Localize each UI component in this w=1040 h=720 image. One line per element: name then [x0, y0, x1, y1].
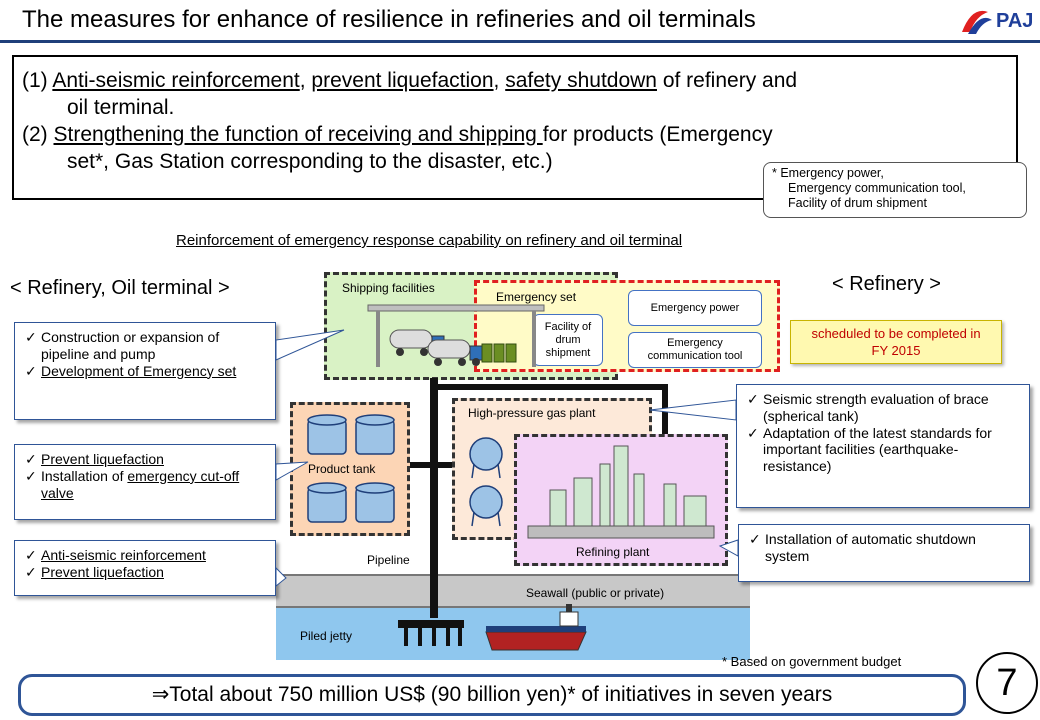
product-tank-label: Product tank: [308, 462, 376, 476]
spherical-tanks-drawing: [469, 437, 503, 527]
tanker-truck-icon: [427, 339, 483, 366]
summary-line2: (2) Strengthening the function of receiv…: [22, 121, 1016, 148]
callout-pointer: [649, 399, 737, 421]
callout-refining-plant: Installation of automatic shutdown syste…: [738, 524, 1030, 582]
callout-text: Installation of: [41, 467, 128, 484]
summary-text: of refinery and: [656, 69, 798, 92]
refinery-tower-icon: [527, 445, 715, 539]
summary-line1-cont: oil terminal.: [67, 96, 175, 119]
callout-item: Anti-seismic reinforcement: [23, 547, 267, 564]
note-line: Emergency communication tool,: [788, 181, 966, 195]
gas-plant-label: High-pressure gas plant: [468, 406, 596, 420]
piled-jetty-label: Piled jetty: [300, 629, 353, 643]
oil-drum-icon: [481, 343, 517, 363]
callout-item: Development of Emergency set: [23, 363, 267, 380]
pipeline-main: [430, 378, 438, 618]
diagram-subtitle: Reinforcement of emergency response capa…: [176, 232, 683, 249]
callout-pointer: [275, 329, 345, 361]
callout-item: Seismic strength evaluation of brace (sp…: [745, 391, 1021, 425]
seawall-label: Seawall (public or private): [526, 586, 665, 600]
logo-text: PAJ: [996, 10, 1034, 32]
emergency-set-label: Emergency set: [496, 290, 577, 304]
shipping-canopy-icon: [367, 304, 545, 367]
summary-text: Anti-seismic reinforcement: [52, 69, 300, 92]
tanker-ship-icon: [485, 604, 587, 651]
total-budget-banner: ⇒Total about 750 million US$ (90 billion…: [18, 674, 966, 716]
tank-icon: [355, 482, 395, 523]
emergency-set-note: * Emergency power, Emergency communicati…: [763, 162, 1027, 218]
callout-gas-plant: Seismic strength evaluation of brace (sp…: [736, 384, 1030, 508]
emergency-power-box: Emergency power: [628, 290, 762, 326]
callout-item: Prevent liquefaction: [23, 451, 267, 468]
piled-jetty-icon: [398, 620, 464, 646]
callout-pointer: [275, 566, 287, 588]
pipeline-branch: [408, 462, 462, 468]
callout-item: Adaptation of the latest standards for i…: [745, 425, 1021, 475]
summary-text: (2): [22, 123, 54, 146]
section-right-header: < Refinery >: [832, 273, 941, 295]
callout-pipeline: Construction or expansion of pipeline an…: [14, 322, 276, 420]
callout-item: Prevent liquefaction: [23, 564, 267, 581]
refining-plant-label: Refining plant: [576, 545, 650, 559]
page-title: The measures for enhance of resilience i…: [22, 6, 756, 33]
summary-text: safety shutdown: [505, 69, 657, 92]
callout-item: Construction or expansion of pipeline an…: [23, 329, 267, 363]
spherical-tank-icon: [469, 437, 503, 479]
summary-line2-cont: set*, Gas Station corresponding to the d…: [67, 150, 553, 173]
callout-item: Installation of automatic shutdown syste…: [747, 531, 1021, 565]
emergency-comm-box: Emergency communication tool: [628, 332, 762, 368]
callout-jetty: Anti-seismic reinforcement Prevent lique…: [14, 540, 276, 596]
pipeline-top: [430, 384, 668, 390]
seawall: [276, 574, 750, 608]
callout-product-tank: Prevent liquefaction Installation of eme…: [14, 444, 276, 520]
tank-icon: [307, 414, 347, 455]
product-tanks-drawing: [307, 414, 395, 523]
summary-text: (1): [22, 69, 53, 92]
paj-logo: PAJ: [958, 2, 1038, 40]
tank-icon: [355, 414, 395, 455]
callout-item: Installation of emergency cut-off valve: [23, 468, 267, 502]
drum-shipment-box: Facility of drum shipment: [533, 314, 603, 366]
tank-icon: [307, 482, 347, 523]
title-rule: [0, 40, 1040, 43]
callout-pointer: [275, 461, 309, 481]
callout-pointer: [718, 539, 739, 557]
summary-text: for products (Emergency: [542, 123, 773, 146]
summary-text: ,: [493, 69, 506, 92]
summary-text: Strengthening the function of receiving …: [53, 123, 543, 146]
page-number: 7: [976, 652, 1038, 714]
pipeline-label: Pipeline: [367, 553, 410, 567]
spherical-tank-icon: [469, 485, 503, 527]
summary-line1: (1) Anti-seismic reinforcement, prevent …: [22, 67, 1016, 94]
schedule-note: scheduled to be completed in FY 2015: [790, 320, 1002, 364]
budget-note: * Based on government budget: [722, 654, 902, 669]
paj-logo-icon: [962, 10, 992, 34]
refinery-drawing: [527, 445, 715, 539]
section-left-header: < Refinery, Oil terminal >: [10, 277, 230, 299]
summary-box: (1) Anti-seismic reinforcement, prevent …: [12, 55, 1018, 200]
note-line: Facility of drum shipment: [788, 196, 927, 210]
summary-text: prevent liquefaction: [311, 69, 494, 92]
summary-text: ,: [299, 69, 312, 92]
note-line: * Emergency power,: [772, 166, 884, 180]
callout-text: emergency cut-off valve: [41, 467, 240, 501]
shipping-facilities-label: Shipping facilities: [342, 281, 435, 295]
